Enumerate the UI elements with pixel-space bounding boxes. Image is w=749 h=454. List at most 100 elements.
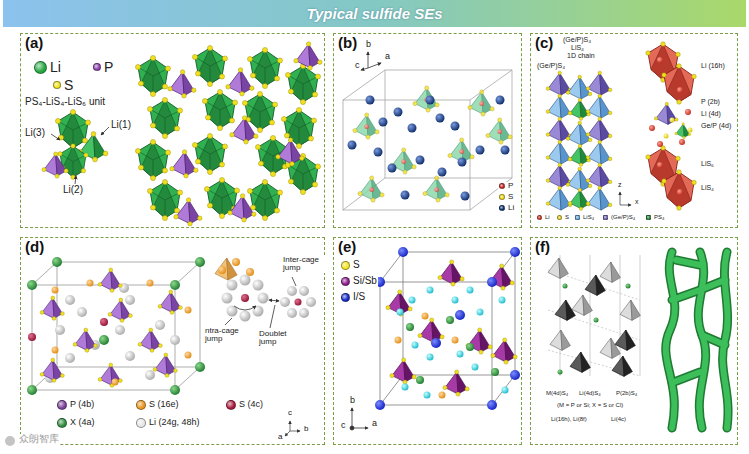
- argyrodite-atoms: [40, 358, 64, 382]
- chain-structure: [670, 118, 675, 123]
- legend-text: Li: [50, 60, 61, 75]
- tetrahedra-and-atoms: [413, 86, 439, 112]
- figure-title: Typical sulfide SEs: [0, 0, 749, 27]
- chain-structure: [586, 186, 612, 210]
- axis-arrows: [352, 408, 353, 428]
- unit-cell: [380, 282, 492, 405]
- polyhedra-framework: [147, 97, 182, 138]
- annotation-label: Li (4d): [700, 110, 722, 117]
- unit-cell: [57, 262, 200, 367]
- crystal-atoms: [386, 290, 412, 316]
- argyrodite-atoms: [52, 257, 62, 267]
- crystal-atoms: [466, 343, 474, 351]
- tetrahedra-and-atoms: [348, 141, 357, 150]
- crystal-atoms: [443, 370, 469, 396]
- cage-diagram: [246, 268, 254, 276]
- crystal-atoms: [431, 338, 441, 348]
- legend-swatch: [603, 215, 608, 220]
- polyhedra-framework: [276, 138, 304, 166]
- argyrodite-atoms: [98, 363, 122, 387]
- legend-text: S: [565, 214, 569, 220]
- crystal-atoms: [416, 376, 424, 384]
- crystal-atoms: [457, 351, 464, 358]
- framework-tetrahedra: [612, 356, 632, 376]
- cage-diagram: [240, 275, 251, 286]
- chain-structure: [586, 71, 612, 95]
- panel-label: (e): [337, 239, 357, 255]
- argyrodite-atoms: [195, 257, 205, 267]
- argyrodite-atoms: [52, 347, 59, 354]
- unit-cell: [343, 70, 512, 210]
- tetrahedra-and-atoms: [436, 114, 445, 123]
- panel-box: (a): [20, 33, 325, 228]
- cage-diagram: [299, 308, 309, 318]
- argyrodite-atoms: [27, 385, 37, 395]
- crystal-atoms: [477, 309, 484, 316]
- argyrodite-atoms: [65, 295, 75, 305]
- argyrodite-atoms: [170, 280, 180, 290]
- diffusion-channels: [666, 252, 728, 428]
- chain-structure: [657, 141, 663, 147]
- unit-cell: [385, 70, 512, 178]
- annotation-label: Doublet jump: [258, 330, 300, 347]
- framework-tetrahedra: [548, 258, 640, 376]
- tetrahedra-and-atoms: [374, 148, 383, 157]
- legend-swatch: [136, 418, 146, 428]
- framework-tetrahedra: [563, 284, 568, 289]
- axis-arrows: [620, 205, 631, 206]
- tetrahedra-and-atoms: [366, 96, 375, 105]
- chain-structure: [586, 140, 612, 164]
- unit-cell: [175, 262, 200, 285]
- crystal-atoms: [406, 323, 414, 331]
- annotation-label: z: [617, 181, 623, 188]
- chain-structure: [664, 134, 669, 139]
- chain-structure: [546, 42, 696, 211]
- framework-lines: [590, 255, 591, 376]
- annotation-label: b: [365, 40, 372, 49]
- tetrahedra-and-atoms: [416, 156, 425, 165]
- crystal-atoms: [502, 387, 509, 394]
- diffusion-channels: [672, 260, 725, 382]
- crystal-atoms: [395, 337, 402, 344]
- panel-label: (c): [534, 35, 554, 51]
- leader-line: [51, 134, 60, 140]
- tetrahedra-and-atoms: [379, 118, 388, 127]
- legend-text: (Ge/P)S₄: [611, 214, 635, 220]
- chain-structure: [677, 189, 683, 195]
- crystal-atoms: [427, 354, 434, 361]
- annotation-label: Li(1): [110, 120, 132, 131]
- unit-cell: [492, 375, 515, 405]
- annotation-label: Li(4c): [610, 416, 627, 422]
- cage-diagram: [222, 293, 233, 304]
- argyrodite-atoms: [28, 333, 36, 341]
- annotation-label: b: [349, 396, 356, 405]
- argyrodite-atoms: [153, 353, 177, 377]
- crystal-atoms: [467, 287, 474, 294]
- annotation-label: P (2b): [700, 98, 721, 105]
- chain-structure: [654, 102, 678, 124]
- legend-text: LiS₄: [583, 214, 594, 220]
- polyhedra-framework: [202, 89, 237, 130]
- argyrodite-atoms: [73, 328, 97, 352]
- crystal-atoms: [424, 392, 431, 399]
- chain-structure: [586, 117, 612, 141]
- crystal-atoms: [499, 297, 506, 304]
- legend-swatch: [57, 400, 67, 410]
- tetrahedra-and-atoms: [408, 124, 417, 133]
- legend-swatch: [499, 183, 505, 189]
- legend-swatch: [136, 400, 146, 410]
- crystal-atoms: [398, 247, 408, 257]
- argyrodite-atoms: [170, 385, 180, 395]
- tetrahedra-and-atoms: [496, 96, 505, 105]
- chain-structure: [657, 162, 663, 168]
- argyrodite-atoms: [52, 287, 59, 294]
- legend-swatch: [53, 81, 61, 89]
- cage-diagram: [299, 286, 309, 296]
- legend-swatch: [646, 215, 651, 220]
- cage-diagram: [280, 297, 290, 307]
- argyrodite-atoms: [195, 362, 205, 372]
- tetrahedra-and-atoms: [501, 146, 510, 155]
- tetrahedra-and-atoms: [458, 158, 467, 167]
- leader-line: [101, 127, 109, 135]
- polyhedra-framework: [135, 139, 170, 180]
